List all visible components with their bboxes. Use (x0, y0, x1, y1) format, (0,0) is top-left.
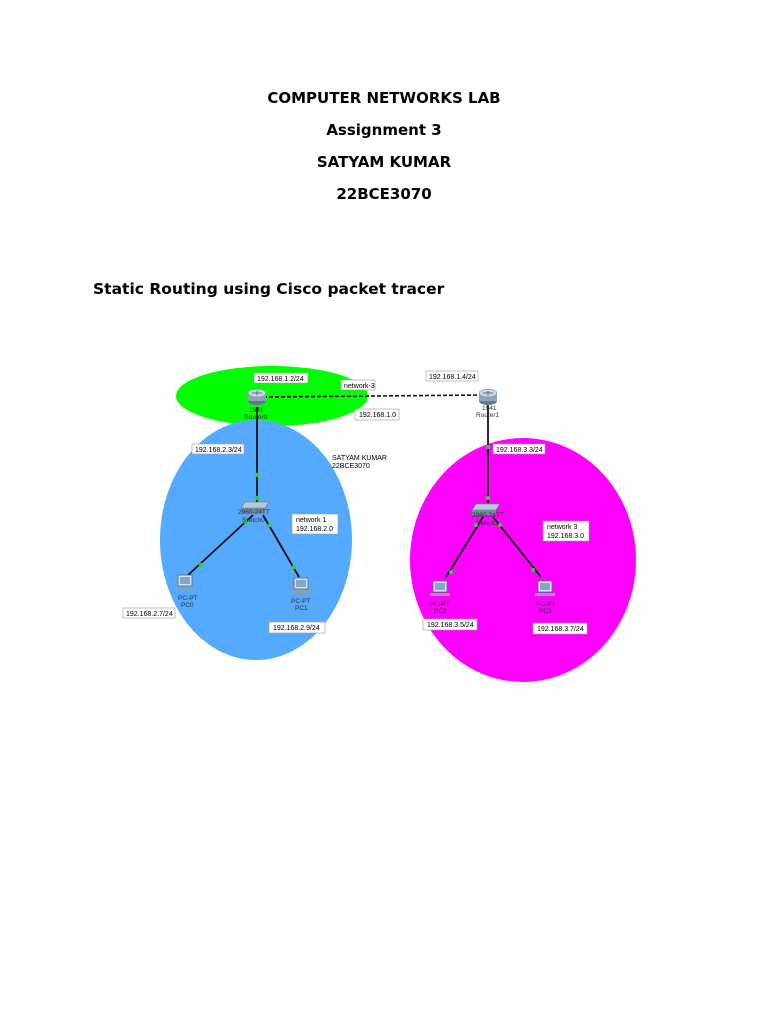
pc1-type: PC-PT (291, 598, 311, 605)
pc2-icon[interactable] (430, 580, 450, 596)
pc3-name: PC3 (539, 608, 552, 615)
section-heading: Static Routing using Cisco packet tracer (93, 280, 445, 298)
pc2-ip-box (422, 618, 478, 631)
network3-label: network-3 (344, 383, 375, 390)
diagram-author-name: SATYAM KUMAR (332, 455, 387, 462)
network-right-area (410, 438, 636, 682)
network3-address: 192.168.1.0 (359, 412, 396, 419)
switch0-pc0-link (185, 514, 254, 578)
network1-label: network 1 (296, 517, 326, 524)
network-right-label-box (542, 520, 590, 542)
router0-serial-ip-box (253, 372, 309, 384)
router0-model: 1941 (249, 407, 264, 414)
router1-lan-ip-box (492, 443, 546, 455)
pc3-type: PC-PT (536, 601, 556, 608)
pc0-icon[interactable] (175, 574, 195, 590)
router1-serial-ip-box (425, 370, 479, 382)
router0-name: Router0 (244, 414, 268, 421)
network3-address-box (354, 408, 400, 421)
router0-icon[interactable] (247, 388, 267, 405)
router0-lan-ip-box (191, 443, 245, 455)
switch1-name: Switch1 (476, 520, 499, 527)
student-name: SATYAM KUMAR (316, 153, 452, 171)
network1-area (160, 420, 352, 660)
course-title: COMPUTER NETWORKS LAB (267, 89, 501, 107)
network1-label-box (291, 513, 339, 535)
pc2-ip: 192.168.3.5/24 (427, 622, 474, 629)
pc3-icon[interactable] (535, 580, 555, 596)
pc0-ip-box (122, 607, 176, 619)
pc3-ip: 192.168.3.7/24 (537, 626, 584, 633)
switch0-model: 2960-24TT (238, 509, 270, 516)
network-right-label: network 3 (547, 524, 577, 531)
router1-serial-ip: 192.168.1.4/24 (429, 374, 476, 381)
pc3-ip-box (532, 622, 588, 635)
pc0-ip: 192.168.2.7/24 (126, 611, 173, 618)
router1-icon[interactable] (478, 388, 498, 405)
diagram-author-id: 22BCE3070 (332, 463, 370, 470)
assignment-title: Assignment 3 (326, 121, 442, 139)
switch0-name: Switch0 (242, 517, 265, 524)
switch1-pc3-link (492, 516, 542, 578)
network-right-address: 192.168.3.0 (547, 533, 584, 540)
router0-serial-ip: 192.168.1.2/24 (257, 376, 304, 383)
network3-area (176, 366, 368, 426)
pc1-name: PC1 (295, 605, 308, 612)
switch0-icon[interactable] (240, 501, 270, 513)
pc1-ip-box (268, 621, 326, 634)
pc2-name: PC2 (434, 608, 447, 615)
network1-address: 192.168.2.0 (296, 526, 333, 533)
pc2-type: PC-PT (430, 601, 450, 608)
network-topology-diagram: network-3 192.168.1.0 192.168.1.2/24 192… (122, 366, 636, 682)
pc0-name: PC0 (181, 602, 194, 609)
pc1-icon[interactable] (291, 577, 311, 593)
network3-label-box (340, 379, 376, 391)
switch1-model: 2960-24TT (472, 512, 504, 519)
switch1-icon[interactable] (471, 503, 501, 515)
port-indicators (198, 444, 536, 575)
serial-link (256, 394, 489, 398)
router0-lan-ip: 192.168.2.3/24 (195, 447, 242, 454)
pc0-type: PC-PT (178, 595, 198, 602)
router1-model: 1941 (482, 405, 497, 412)
router1-name: Router1 (476, 412, 500, 419)
router1-lan-ip: 192.168.3.3/24 (496, 447, 543, 454)
registration-number: 22BCE3070 (336, 185, 432, 203)
pc1-ip: 192.168.2.9/24 (273, 625, 320, 632)
